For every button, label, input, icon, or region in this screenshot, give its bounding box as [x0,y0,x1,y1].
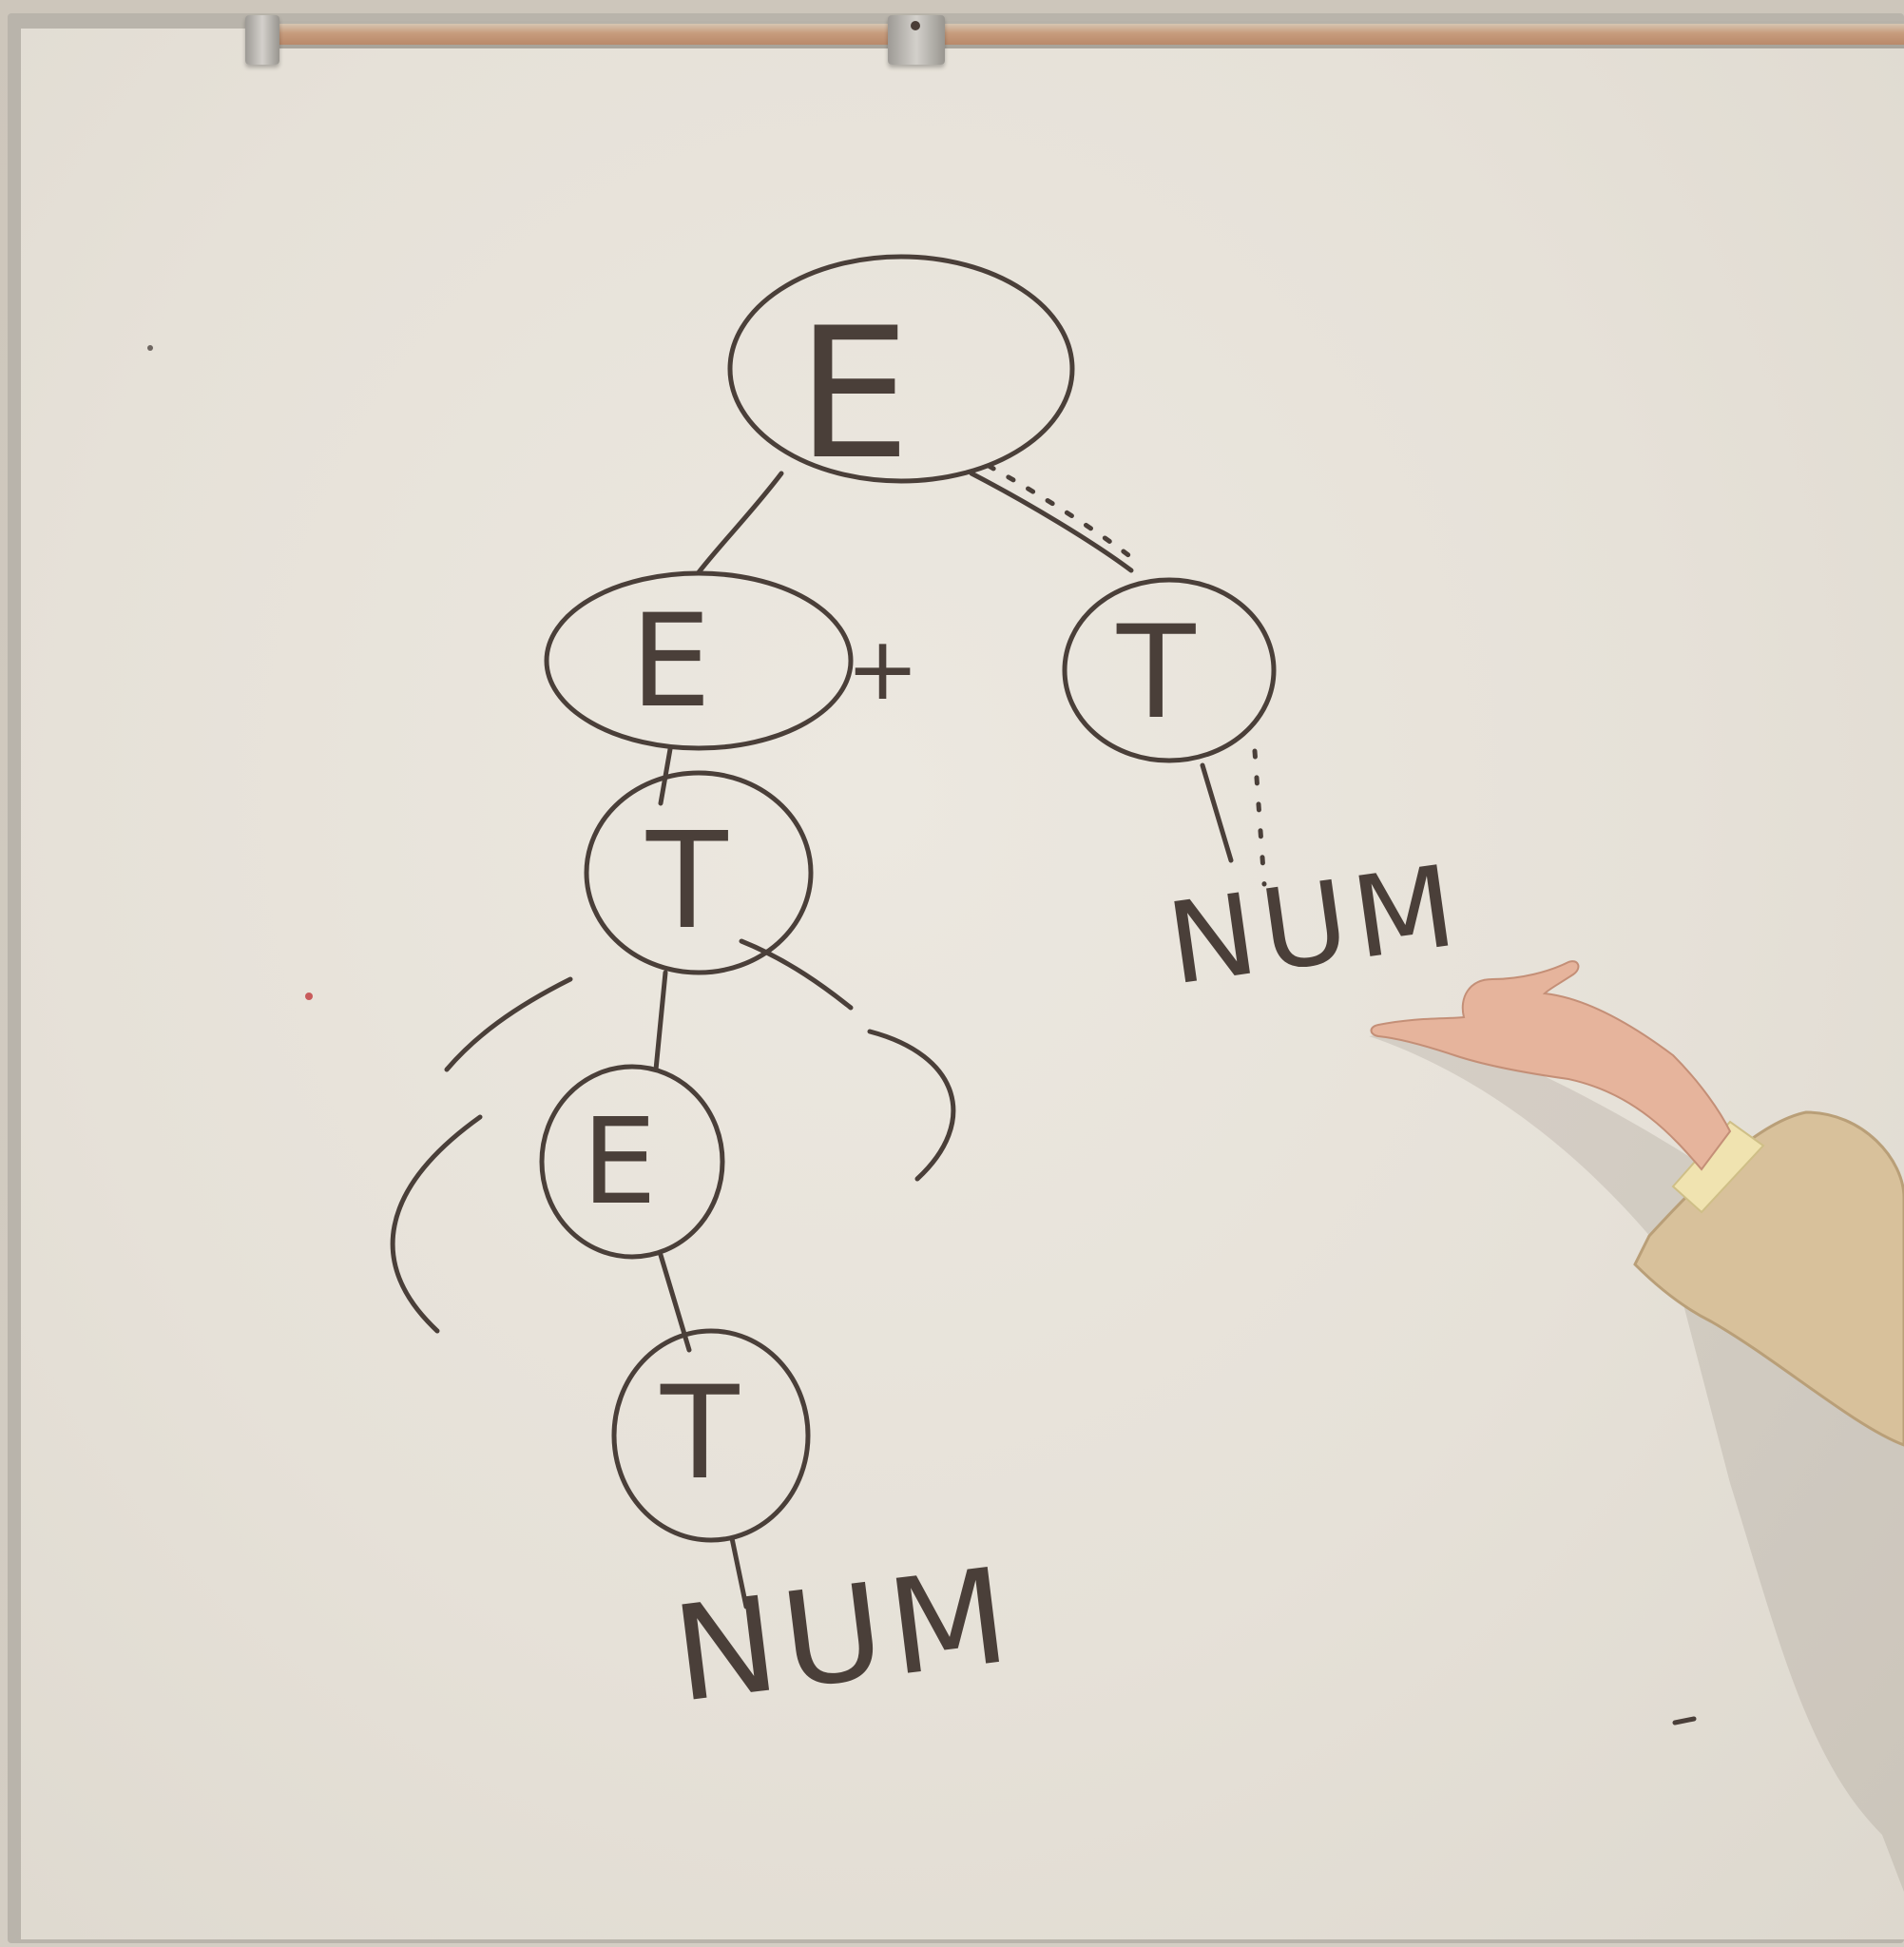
rail-clip-left [245,15,279,65]
middle-node-circle [584,770,814,975]
edge-middle-to-right-paren [739,938,854,1011]
edge-root-left [696,471,784,575]
edge-middle-to-left-paren [444,976,573,1072]
right-child-node-label: T [1117,598,1196,747]
rail-clip-center [888,15,945,65]
pointing-hand [1370,960,1732,1171]
lower-node-label: T [661,1359,740,1508]
marker-rail [245,15,1904,65]
root-node-label: E [797,289,912,499]
stray-mark [1672,1716,1697,1725]
stray-dot-red [305,993,313,1000]
cork-strip [245,21,1904,48]
lower-node-circle [611,1328,811,1543]
edge-right-to-num [1200,762,1234,863]
inner-node-circle [539,1064,725,1260]
middle-node-label: T [646,804,728,959]
inner-node-label: E [582,1093,657,1231]
right-paren-stroke [867,1029,956,1182]
operator-label: + [846,618,926,720]
left-paren-stroke [390,1114,483,1334]
edge-lower-to-num [729,1535,749,1610]
left-child-node-label: E [630,587,712,736]
whiteboard-surface [21,29,1904,1939]
edge-right-to-num-dotted [1252,748,1267,887]
left-child-node-circle [544,570,854,751]
edge-middle-to-inner [653,970,668,1072]
root-node-circle [727,254,1075,484]
stray-dot [147,345,153,351]
right-child-node-circle [1062,577,1277,763]
edge-root-right [969,471,1134,573]
jacket-sleeve [1633,1110,1904,1447]
